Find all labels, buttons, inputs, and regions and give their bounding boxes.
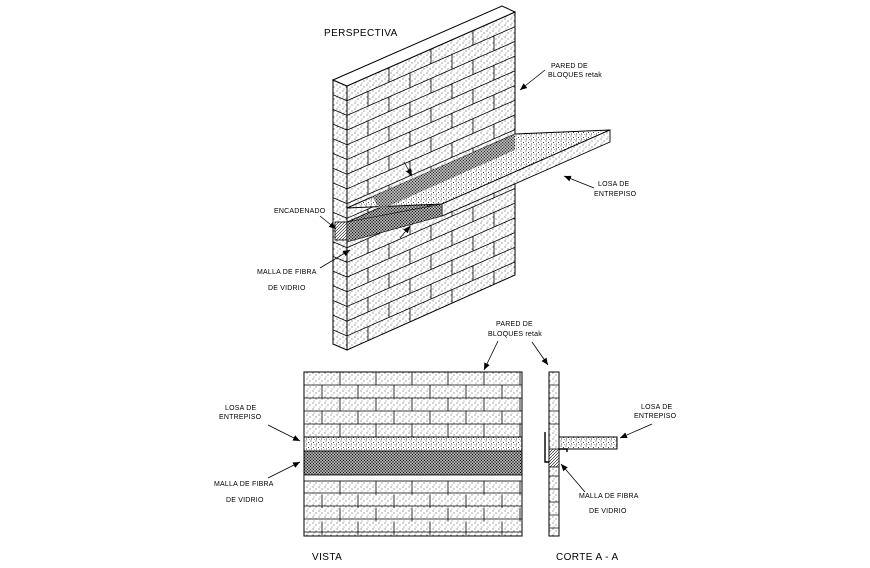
label-chain-beam: ENCADENADO — [274, 208, 326, 215]
label-wall-line1: PARED DE — [551, 63, 588, 70]
label-mesh-line2: DE VIDRIO — [268, 285, 306, 292]
section-title: CORTE A - A — [556, 552, 619, 563]
front-view-slab — [303, 436, 523, 452]
section-mesh — [548, 448, 560, 468]
pointer-beam — [319, 215, 337, 230]
section-pointer-wall — [531, 341, 549, 366]
section-bracket — [544, 432, 568, 463]
section-pointer-slab — [619, 423, 653, 439]
front-view-mesh — [303, 450, 523, 476]
pointer-wall — [519, 69, 546, 91]
section-label-slab-line2: ENTREPISO — [634, 413, 677, 420]
front-view-brick-joints — [304, 372, 522, 535]
section-slab — [558, 436, 618, 450]
wall-brick-joints — [347, 26, 515, 342]
front-label-slab-line2: ENTREPISO — [219, 414, 262, 421]
chain-beam-edge — [334, 221, 348, 241]
front-pointer-mesh — [267, 461, 301, 479]
section-label-mesh-line2: DE VIDRIO — [589, 508, 627, 515]
section-pointer-mesh — [560, 463, 586, 493]
label-slab-line1: LOSA DE — [598, 181, 630, 188]
front-label-wall-line2: BLOQUES retak — [488, 331, 542, 338]
front-label-slab-line1: LOSA DE — [225, 405, 257, 412]
label-slab-line2: ENTREPISO — [594, 191, 637, 198]
wall-edge-joints — [332, 94, 348, 337]
front-label-mesh-line1: MALLA DE FIBRA — [214, 481, 274, 488]
slab-shadow-mesh — [346, 203, 443, 243]
section-label-slab-line1: LOSA DE — [641, 404, 673, 411]
section-view — [531, 341, 653, 537]
front-view-title: VISTA — [312, 552, 343, 563]
wall-top-face — [331, 5, 517, 87]
front-pointer-slab — [267, 424, 301, 442]
perspective-title: PERSPECTIVA — [324, 28, 398, 39]
front-label-mesh-line2: DE VIDRIO — [226, 497, 264, 504]
slab-junction-mesh — [372, 134, 515, 210]
front-view — [267, 340, 523, 537]
pointer-mesh — [319, 249, 351, 269]
perspective-view — [319, 5, 611, 351]
label-mesh-line1: MALLA DE FIBRA — [257, 269, 317, 276]
label-wall-line2: BLOQUES retak — [548, 72, 602, 79]
front-label-wall-line1: PARED DE — [496, 321, 533, 328]
pointer-slab — [563, 175, 595, 189]
front-pointer-wall — [483, 340, 499, 371]
section-label-mesh-line1: MALLA DE FIBRA — [579, 493, 639, 500]
